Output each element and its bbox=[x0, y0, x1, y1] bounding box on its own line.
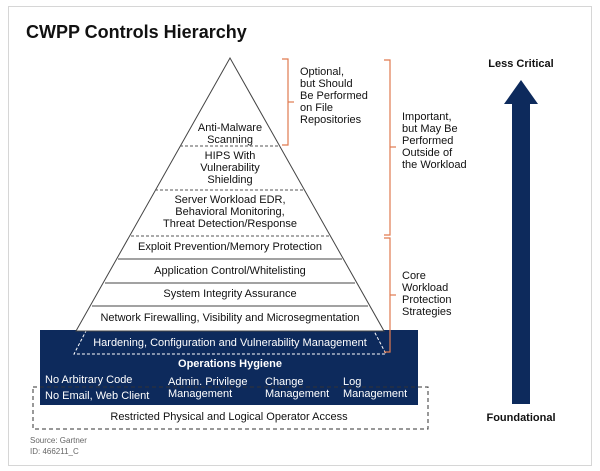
ops-no-email: No Email, Web Client bbox=[45, 390, 150, 402]
layer-hips: HIPS With Vulnerability Shielding bbox=[200, 150, 260, 186]
source-line: Source: Gartner bbox=[30, 436, 87, 445]
base-access-label: Restricted Physical and Logical Operator… bbox=[110, 411, 348, 423]
diagram-title: CWPP Controls Hierarchy bbox=[26, 22, 247, 42]
axis-top-label: Less Critical bbox=[488, 58, 554, 70]
layer-app-control: Application Control/Whitelisting bbox=[154, 265, 306, 277]
pyramid-outline bbox=[75, 56, 385, 332]
layer-anti-malware: Anti-Malware Scanning bbox=[197, 122, 263, 146]
source-id: ID: 466211_C bbox=[30, 447, 79, 456]
ops-change-mgmt: Change Management bbox=[265, 376, 330, 400]
layer-network: Network Firewalling, Visibility and Micr… bbox=[100, 312, 360, 324]
criticality-arrow bbox=[504, 80, 538, 404]
label-core: Core Workload Protection Strategies bbox=[402, 270, 452, 318]
operations-hygiene-block bbox=[40, 330, 418, 405]
ops-hygiene-heading: Operations Hygiene bbox=[178, 358, 282, 370]
bracket-important bbox=[384, 59, 391, 236]
layer-edr: Server Workload EDR, Behavioral Monitori… bbox=[163, 194, 297, 230]
ops-log-mgmt: Log Management bbox=[343, 376, 408, 400]
label-important: Important, but May Be Performed Outside … bbox=[402, 111, 467, 171]
layer-hardening: Hardening, Configuration and Vulnerabili… bbox=[93, 337, 367, 349]
layer-exploit: Exploit Prevention/Memory Protection bbox=[137, 241, 323, 253]
base-fill bbox=[40, 406, 418, 428]
layer-integrity: System Integrity Assurance bbox=[163, 288, 297, 300]
label-optional: Optional, but Should Be Performed on Fil… bbox=[300, 66, 368, 126]
ops-admin-privilege: Admin. Privilege Management bbox=[168, 376, 248, 400]
base-dashed-box bbox=[32, 386, 429, 430]
ops-no-arbitrary-code: No Arbitrary Code bbox=[45, 374, 133, 386]
axis-bottom-label: Foundational bbox=[486, 412, 556, 424]
